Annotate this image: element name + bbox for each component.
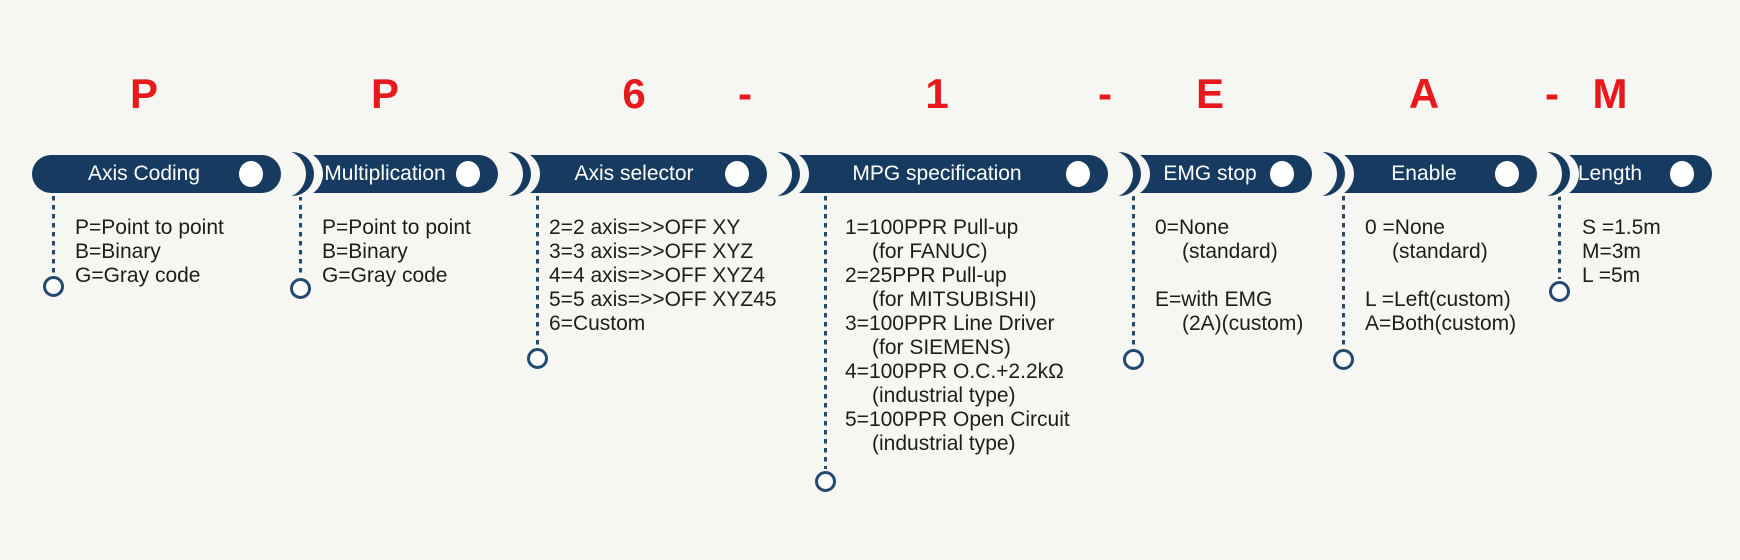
option-line: (for FANUC) bbox=[872, 240, 988, 263]
option-line: L =5m bbox=[1582, 264, 1641, 287]
pill-dot-icon bbox=[1066, 161, 1090, 187]
option-line: (standard) bbox=[1392, 240, 1488, 263]
connector-circle-multiplication bbox=[289, 277, 311, 299]
option-line: 3=3 axis=>>OFF XYZ bbox=[549, 240, 754, 263]
option-line: 5=100PPR Open Circuit bbox=[845, 408, 1070, 431]
connector-circle-emg-stop bbox=[1122, 348, 1144, 370]
option-line: 0 =None bbox=[1365, 216, 1445, 239]
option-line: 5=5 axis=>>OFF XYZ45 bbox=[549, 288, 777, 311]
pill-label-mpg-specification: MPG specification bbox=[852, 162, 1022, 185]
option-line: (for MITSUBISHI) bbox=[872, 288, 1037, 311]
option-line: 4=4 axis=>>OFF XYZ4 bbox=[549, 264, 765, 287]
code-char: 1 bbox=[925, 70, 949, 117]
connector-line-multiplication bbox=[298, 196, 302, 276]
pill-dot-icon bbox=[1270, 161, 1294, 187]
pill-label-length: Length bbox=[1577, 162, 1643, 185]
pill-dot-icon bbox=[239, 161, 263, 187]
option-line: M=3m bbox=[1582, 240, 1641, 263]
code-char: 6 bbox=[622, 70, 646, 117]
code-char: A bbox=[1408, 70, 1440, 117]
connector-line-emg-stop bbox=[1131, 196, 1135, 347]
connector-circle-enable bbox=[1332, 348, 1354, 370]
option-line: 1=100PPR Pull-up bbox=[845, 216, 1019, 239]
connector-circle-length bbox=[1548, 280, 1570, 302]
pill-label-axis-selector: Axis selector bbox=[574, 162, 694, 185]
option-line: (for SIEMENS) bbox=[872, 336, 1011, 359]
option-line: (industrial type) bbox=[872, 432, 1016, 455]
option-list-emg-stop: 0=None(standard) E=with EMG(2A)(custom) bbox=[1155, 216, 1303, 336]
option-line bbox=[1155, 264, 1303, 288]
option-line: (industrial type) bbox=[872, 384, 1016, 407]
code-char: M bbox=[1592, 70, 1628, 117]
option-line: 3=100PPR Line Driver bbox=[845, 312, 1055, 335]
option-line: P=Point to point bbox=[322, 216, 471, 239]
code-dash: - bbox=[738, 70, 752, 117]
connector-line-axis-selector bbox=[535, 196, 539, 346]
option-line: 6=Custom bbox=[549, 312, 646, 335]
option-line: G=Gray code bbox=[75, 264, 201, 287]
option-line: 0=None bbox=[1155, 216, 1230, 239]
option-line: A=Both(custom) bbox=[1365, 312, 1517, 335]
pill-dot-icon bbox=[456, 161, 480, 187]
code-char: E bbox=[1195, 70, 1225, 117]
connector-circle-axis-coding bbox=[42, 275, 64, 297]
option-line bbox=[1365, 264, 1516, 288]
option-line: (2A)(custom) bbox=[1182, 312, 1304, 335]
option-line: E=with EMG bbox=[1155, 288, 1273, 311]
option-list-mpg-specification: 1=100PPR Pull-up(for FANUC)2=25PPR Pull-… bbox=[845, 216, 1070, 456]
pill-label-multiplication: Multiplication bbox=[324, 162, 446, 185]
connector-line-mpg-specification bbox=[823, 196, 827, 469]
pill-dot-icon bbox=[1495, 161, 1519, 187]
pill-label-axis-coding: Axis Coding bbox=[87, 162, 201, 185]
option-line: B=Binary bbox=[322, 240, 408, 263]
pill-dot-icon bbox=[725, 161, 749, 187]
pill-dot-icon bbox=[1670, 161, 1694, 187]
option-line: L =Left(custom) bbox=[1365, 288, 1511, 311]
code-dash: - bbox=[1098, 70, 1112, 117]
code-char: P bbox=[370, 70, 400, 117]
pill-label-emg-stop: EMG stop bbox=[1163, 162, 1257, 185]
option-line: S =1.5m bbox=[1582, 216, 1661, 239]
option-line: (standard) bbox=[1182, 240, 1278, 263]
option-line: G=Gray code bbox=[322, 264, 448, 287]
connector-line-enable bbox=[1341, 196, 1345, 347]
connector-line-axis-coding bbox=[51, 196, 55, 274]
connector-circle-axis-selector bbox=[526, 347, 548, 369]
pill-section-axis-coding: Axis Coding bbox=[32, 155, 281, 193]
pill-label-enable: Enable bbox=[1391, 162, 1457, 185]
option-line: 4=100PPR O.C.+2.2kΩ bbox=[845, 360, 1064, 383]
connector-circle-mpg-specification bbox=[814, 470, 836, 492]
option-line: 2=25PPR Pull-up bbox=[845, 264, 1007, 287]
option-line: 2=2 axis=>>OFF XY bbox=[549, 216, 741, 239]
option-list-enable: 0 =None(standard) L =Left(custom)A=Both(… bbox=[1365, 216, 1516, 336]
code-char: P bbox=[129, 70, 159, 117]
option-line: B=Binary bbox=[75, 240, 161, 263]
option-line: P=Point to point bbox=[75, 216, 224, 239]
code-dash: - bbox=[1545, 70, 1559, 117]
connector-line-length bbox=[1557, 196, 1561, 279]
